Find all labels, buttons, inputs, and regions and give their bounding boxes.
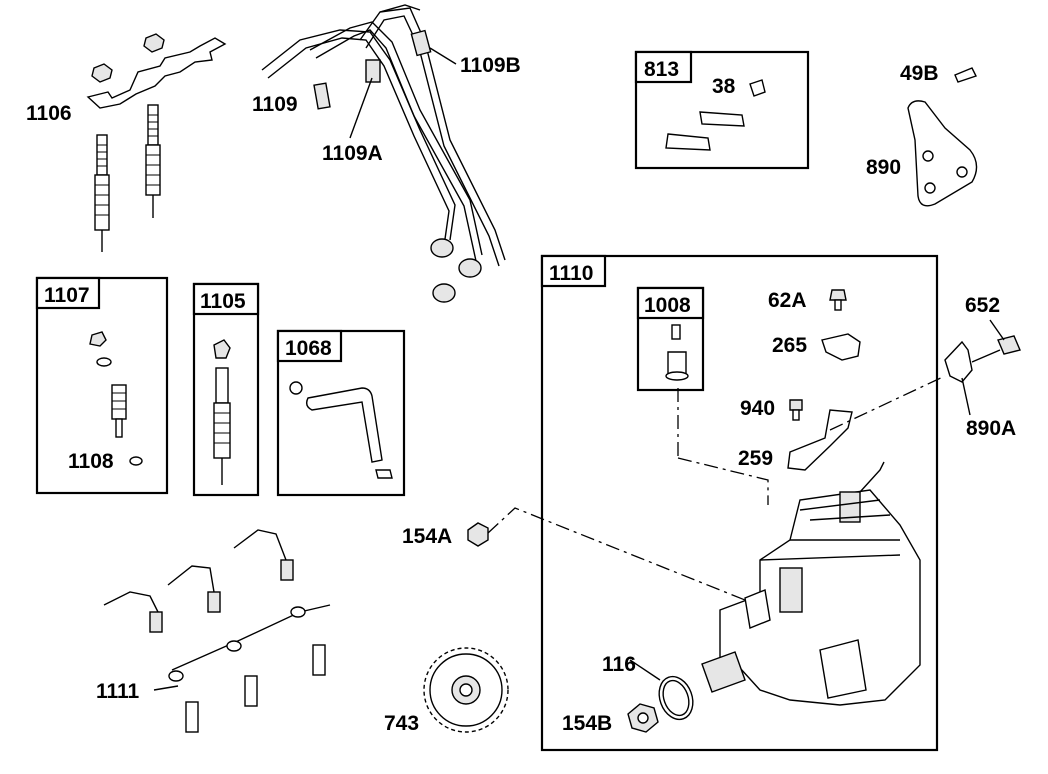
part-265-clip <box>821 333 861 361</box>
label-62A: 62A <box>768 289 807 312</box>
box-1068-label: 1068 <box>285 337 332 360</box>
part-1109-injection-lines <box>261 4 506 303</box>
box-1008: 1008 <box>636 286 705 392</box>
label-1106: 1106 <box>26 102 72 125</box>
label-890: 890 <box>866 156 901 179</box>
box-1110-label: 1110 <box>549 262 593 285</box>
leader-lines <box>153 47 1005 691</box>
label-49B: 49B <box>900 62 939 85</box>
label-154B: 154B <box>562 712 612 735</box>
label-38: 38 <box>712 75 736 98</box>
part-743-gear <box>423 647 509 733</box>
label-1109B: 1109B <box>460 54 521 77</box>
box-1107-label: 1107 <box>44 284 90 307</box>
part-259-bracket <box>787 409 853 471</box>
label-940: 940 <box>740 397 775 420</box>
label-265: 265 <box>772 334 807 357</box>
label-1108: 1108 <box>68 450 114 473</box>
part-1111-harness <box>103 529 331 733</box>
label-1109A: 1109A <box>322 142 383 165</box>
box-1110: 1110 <box>540 254 939 752</box>
part-injection-pump <box>701 461 921 706</box>
box-1105: 1105 <box>192 282 260 497</box>
box-1008-label: 1008 <box>644 294 691 317</box>
label-116: 116 <box>602 653 636 676</box>
box-813: 813 <box>634 50 810 170</box>
label-259: 259 <box>738 447 773 470</box>
label-154A: 154A <box>402 525 452 548</box>
box-813-label: 813 <box>644 58 679 81</box>
box-1107: 1107 <box>35 276 169 495</box>
part-154B-nut <box>627 703 659 733</box>
part-652-890A <box>944 335 1021 383</box>
label-743: 743 <box>384 712 419 735</box>
part-62A <box>829 289 847 311</box>
box-1105-label: 1105 <box>200 290 246 313</box>
part-154A-nut <box>467 522 489 547</box>
part-890-bracket <box>907 67 978 207</box>
part-1106-glow-plug-group <box>86 33 227 252</box>
label-890A: 890A <box>966 417 1016 440</box>
part-116-oring <box>658 675 694 721</box>
callout-labels: 1106 1109 1109A 1109B 38 49B 890 1108 62… <box>26 54 1016 735</box>
label-1109: 1109 <box>252 93 298 116</box>
part-940-bolt <box>789 399 803 421</box>
box-1068: 1068 <box>276 329 406 497</box>
label-652: 652 <box>965 294 1000 317</box>
label-1111: 1111 <box>96 680 140 703</box>
